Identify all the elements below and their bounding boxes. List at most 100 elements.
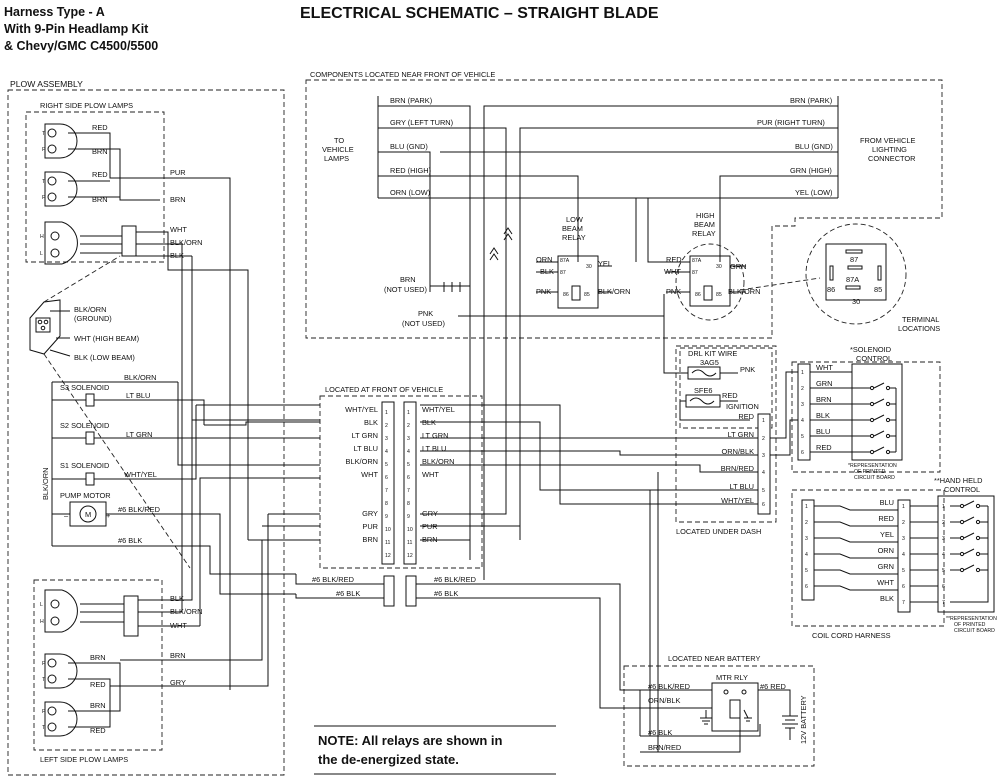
solenoid-pin: 2 <box>801 386 804 392</box>
svg-text:87A: 87A <box>560 258 570 264</box>
wire-red: RED <box>92 123 108 132</box>
svg-text:30: 30 <box>586 264 592 270</box>
dash-connector <box>757 413 771 515</box>
wire-wht: WHT <box>664 267 681 276</box>
wire-brn: BRN <box>90 701 106 710</box>
pin-t: T <box>42 677 46 683</box>
connector-left-wire: GRY <box>362 509 378 518</box>
solenoid-pin: 3 <box>801 402 804 408</box>
front-components: TO VEHICLE LAMPS FROM VEHICLE LIGHTING C… <box>322 96 940 580</box>
fuse-sfe6: SFE6 <box>694 386 712 395</box>
svg-text:86: 86 <box>695 292 701 298</box>
battery-wire-brn-red: BRN/RED <box>648 743 681 752</box>
battery-label: LOCATED NEAR BATTERY <box>668 654 760 663</box>
terminal-locations-2: LOCATIONS <box>898 324 940 333</box>
terminal-87a: 87A <box>846 275 859 284</box>
dash-pin: 5 <box>762 488 765 494</box>
hand-held-wire: BLU <box>880 498 894 507</box>
dash-wire: RED <box>738 412 754 421</box>
hand-held-pin: 6 <box>902 584 905 590</box>
wire-blk-orn: BLK/ORN <box>728 287 760 296</box>
solenoid-pin: 5 <box>801 434 804 440</box>
right-wire-blu-gnd: BLU (GND) <box>795 142 833 151</box>
hand-held-pin: 5 <box>902 568 905 574</box>
note-line-2: the de-energized state. <box>318 752 459 767</box>
connector-pin: 9 <box>385 514 388 520</box>
motor-minus: – <box>64 511 69 520</box>
connector-pin: 1 <box>385 410 388 416</box>
wire-brn: BRN <box>170 651 186 660</box>
wire-red: RED <box>722 391 738 400</box>
dash-label: LOCATED UNDER DASH <box>676 527 761 536</box>
power-right-blk: #6 BLK <box>434 589 458 598</box>
terminal-locations-1: TERMINAL <box>902 315 939 324</box>
pnk-not-used-1: PNK <box>418 309 433 318</box>
pin-p: P <box>42 661 46 667</box>
connector-pin: 10 <box>407 527 413 533</box>
dash-wire: LT BLU <box>730 482 754 491</box>
left-wire-gry-left-turn: GRY (LEFT TURN) <box>390 118 453 127</box>
connector-pin: 3 <box>385 436 388 442</box>
note-line-1: NOTE: All relays are shown in <box>318 733 503 748</box>
connector-pin: 4 <box>385 449 388 455</box>
connector-pin: 10 <box>385 527 391 533</box>
connector-pin: 12 <box>385 553 391 559</box>
headlamp-connector <box>121 225 137 257</box>
terminal-30: 30 <box>852 297 860 306</box>
connector-pin: 9 <box>407 514 410 520</box>
dash-wire: ORN/BLK <box>722 447 755 456</box>
solenoid-wire: BRN <box>816 395 832 404</box>
svg-text:87A: 87A <box>692 258 702 264</box>
wire-blk-orn: BLK/ORN <box>170 238 202 247</box>
solenoid-wire: BLK <box>816 411 830 420</box>
dash-pin: 4 <box>762 470 765 476</box>
connector-low-beam: BLK (LOW BEAM) <box>74 353 135 362</box>
coil-cord-label: COIL CORD HARNESS <box>812 631 891 640</box>
hand-held-pin: 3 <box>942 536 945 542</box>
wire-red: RED <box>92 170 108 179</box>
dash-wire: WHT/YEL <box>721 496 754 505</box>
connector-right-wire: BLK/ORN <box>422 457 454 466</box>
lamp-park-turn-left-lower: P T <box>42 701 78 737</box>
solenoid-control-box <box>791 361 941 473</box>
connector-left-wire: LT BLU <box>354 444 378 453</box>
solenoid-wire: RED <box>816 443 832 452</box>
hand-held-pin: 7 <box>942 600 945 606</box>
wire-red: RED <box>90 726 106 735</box>
front-connector-box <box>319 395 483 569</box>
pump-motor: PUMP MOTOR <box>60 491 111 500</box>
hand-held-pin: 5 <box>942 568 945 574</box>
dash-pin: 2 <box>762 436 765 442</box>
high-relay-2: BEAM <box>694 220 715 229</box>
connector-right-wire: LT GRN <box>422 431 448 440</box>
svg-text:86: 86 <box>563 292 569 298</box>
from-vehicle-2: LIGHTING <box>872 145 907 154</box>
dash-pin: 3 <box>762 453 765 459</box>
left-wire-brn-park: BRN (PARK) <box>390 96 432 105</box>
terminal-86: 86 <box>827 285 835 294</box>
svg-text:85: 85 <box>584 292 590 298</box>
pin-h: H <box>40 619 44 625</box>
wire-gry: GRY <box>170 678 186 687</box>
solenoid-control-title-1: *SOLENOID <box>850 345 891 354</box>
dash-pin: 1 <box>762 418 765 424</box>
svg-text:85: 85 <box>716 292 722 298</box>
wire-blk-orn: BLK/ORN <box>170 607 202 616</box>
hand-held-wire: BLK <box>880 594 894 603</box>
connector-pin: 2 <box>385 423 388 429</box>
left-wire-blu-gnd: BLU (GND) <box>390 142 428 151</box>
connector-pin: 4 <box>407 449 410 455</box>
dash-box <box>675 345 777 523</box>
connector-ground-wire: BLK/ORN <box>74 305 106 314</box>
connector-pin: 6 <box>385 475 388 481</box>
wire-blk-orn: BLK/ORN <box>124 373 156 382</box>
front-components-box <box>305 79 943 339</box>
battery-area: MTR RLY #6 BLK/RED #6 RED ORN/BLK #6 BLK… <box>639 472 808 753</box>
low-relay-2: BEAM <box>562 224 583 233</box>
header: Harness Type - A With 9-Pin Headlamp Kit… <box>4 5 659 53</box>
pnk-not-used-2: (NOT USED) <box>402 319 445 328</box>
